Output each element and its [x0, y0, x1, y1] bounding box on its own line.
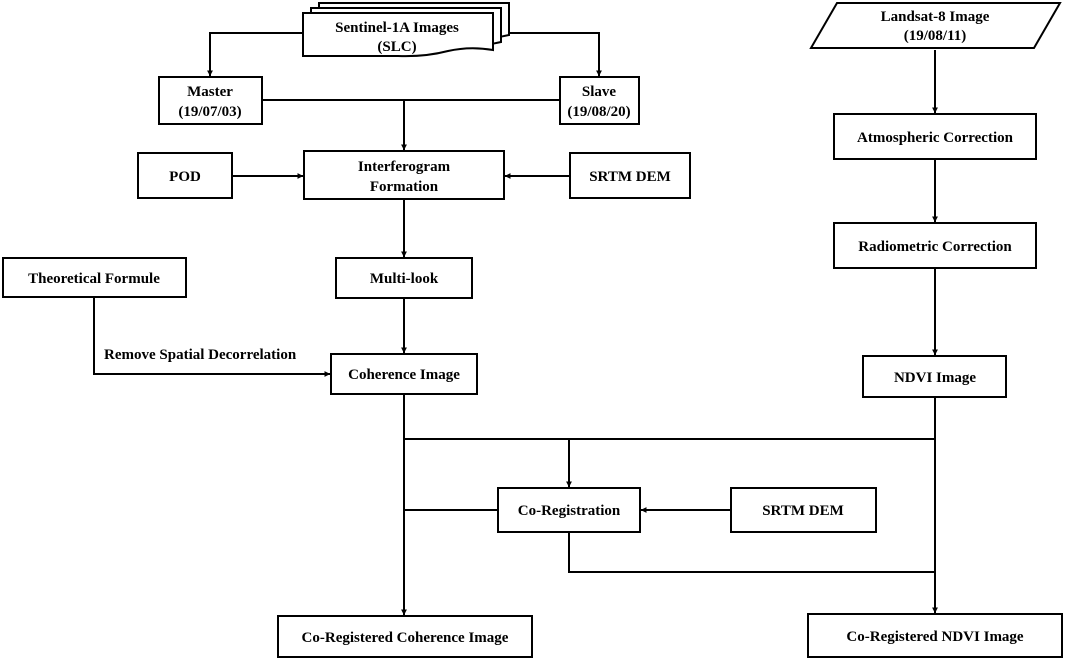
multilook-box [335, 257, 473, 299]
coherence-label: Coherence Image [348, 367, 460, 383]
pod-box [137, 152, 233, 199]
master-label-line2: (19/07/03) [178, 104, 241, 120]
coreg-coherence-box [277, 615, 533, 658]
srtm-top-box [569, 152, 691, 199]
node-master: Master (19/07/03) [158, 76, 263, 125]
coregistration-box [497, 487, 641, 533]
theoretical-label: Theoretical Formule [28, 271, 160, 287]
master-label-line1: Master [187, 84, 233, 100]
sentinel-label-line1: Sentinel-1A Images [335, 20, 459, 36]
node-pod: POD [137, 152, 233, 199]
remove-spatial-decorrelation-label: Remove Spatial Decorrelation [104, 347, 297, 363]
landsat-label-line2: (19/08/11) [904, 28, 967, 44]
node-coregistered-coherence: Co-Registered Coherence Image [277, 615, 533, 658]
connectors [93, 32, 938, 616]
sentinel-label-line2: (SLC) [377, 39, 416, 55]
coreg-ndvi-box [807, 613, 1063, 658]
coreg-ndvi-label: Co-Registered NDVI Image [846, 629, 1024, 645]
node-landsat-image: Landsat-8 Image (19/08/11) [809, 1, 1062, 49]
srtm-bottom-label: SRTM DEM [762, 503, 844, 519]
node-multilook: Multi-look [335, 257, 473, 299]
node-srtm-dem-top: SRTM DEM [569, 152, 691, 199]
node-atmospheric-correction: Atmospheric Correction [833, 113, 1037, 160]
atmospheric-label: Atmospheric Correction [857, 130, 1014, 146]
edge-sentinel-master [207, 32, 303, 77]
radiometric-box [833, 222, 1037, 269]
srtm-top-label: SRTM DEM [589, 169, 671, 185]
coregistration-label: Co-Registration [518, 503, 621, 519]
node-theoretical-formule: Theoretical Formule [2, 257, 187, 298]
node-coherence-image: Coherence Image [330, 353, 478, 395]
node-coregistration: Co-Registration [497, 487, 641, 533]
pod-label: POD [169, 169, 201, 185]
node-srtm-dem-bottom: SRTM DEM [730, 487, 877, 533]
master-box [158, 76, 263, 125]
edge-coregistration-ndvi [568, 532, 935, 573]
interferogram-box [303, 150, 505, 200]
node-sentinel-images: Sentinel-1A Images (SLC) [302, 2, 510, 58]
slave-box [559, 76, 640, 125]
multilook-label: Multi-look [370, 271, 439, 287]
interferogram-label-line1: Interferogram [358, 159, 451, 175]
interferogram-label-line2: Formation [370, 179, 439, 195]
node-ndvi-image: NDVI Image [862, 355, 1007, 398]
ndvi-box [862, 355, 1007, 398]
node-radiometric-correction: Radiometric Correction [833, 222, 1037, 269]
coreg-coherence-label: Co-Registered Coherence Image [302, 630, 509, 646]
landsat-parallelogram [809, 1, 1062, 49]
slave-label-line1: Slave [582, 84, 617, 100]
node-coregistered-ndvi: Co-Registered NDVI Image [807, 613, 1063, 658]
node-interferogram: Interferogram Formation [303, 150, 505, 200]
ndvi-label: NDVI Image [894, 370, 976, 386]
landsat-label-line1: Landsat-8 Image [881, 9, 990, 25]
coherence-box [330, 353, 478, 395]
srtm-bottom-box [730, 487, 877, 533]
theoretical-box [2, 257, 187, 298]
radiometric-label: Radiometric Correction [858, 239, 1012, 255]
edge-theoretical-coherence [93, 297, 331, 377]
node-slave: Slave (19/08/20) [559, 76, 640, 125]
edge-sentinel-slave [493, 32, 602, 77]
atmospheric-box [833, 113, 1037, 160]
document-front-layer [302, 12, 494, 58]
slave-label-line2: (19/08/20) [567, 104, 630, 120]
